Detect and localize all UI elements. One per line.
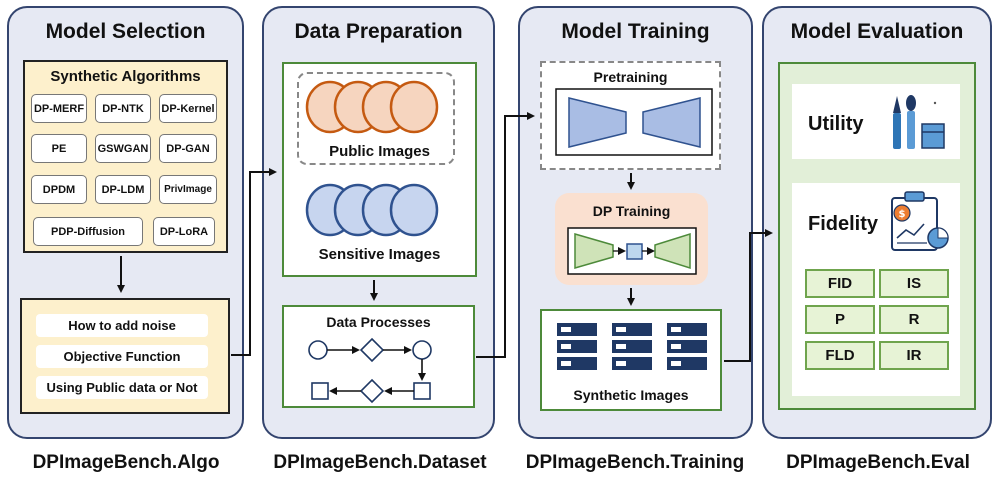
algo-pe: PE (31, 134, 87, 163)
data-processes-title: Data Processes (326, 314, 431, 330)
public-images-dashed-box (297, 72, 455, 165)
caption-dataset: DPImageBench.Dataset (273, 452, 487, 473)
caption-training: DPImageBench.Training (525, 452, 745, 473)
caption-algo: DPImageBench.Algo (32, 452, 220, 473)
svg-text:$: $ (899, 209, 906, 220)
metric-is: IS (879, 269, 949, 298)
public-images-icon (305, 80, 439, 134)
fidelity-label: Fidelity (808, 213, 879, 235)
algo-privimage: PrivImage (159, 175, 217, 204)
algo-dpdm: DPDM (31, 175, 87, 204)
option-add-noise: How to add noise (36, 314, 208, 337)
algorithm-options-box: How to add noise Objective Function Usin… (20, 298, 230, 414)
title-model-evaluation: Model Evaluation (790, 20, 964, 43)
flowchart-icon (308, 337, 432, 404)
metric-r: R (879, 305, 949, 334)
algo-dp-merf: DP-MERF (31, 94, 87, 123)
metric-p: P (805, 305, 875, 334)
algo-dp-ntk: DP-NTK (95, 94, 151, 123)
algo-dp-gan: DP-GAN (159, 134, 217, 163)
sensitive-images-icon (305, 183, 439, 237)
dp-training-label: DP Training (592, 203, 671, 219)
synthetic-images-icon (557, 323, 707, 370)
metric-fid: FID (805, 269, 875, 298)
pretraining-label: Pretraining (593, 69, 668, 85)
algo-pdp-diffusion: PDP-Diffusion (33, 217, 143, 246)
pretraining-model-icon (555, 88, 713, 156)
utility-label: Utility (808, 113, 864, 135)
algo-dp-kernel: DP-Kernel (159, 94, 217, 123)
art-tools-icon (893, 95, 945, 149)
title-model-training: Model Training (561, 20, 710, 43)
clipboard-chart-icon: $ (891, 191, 949, 251)
algo-dp-lora: DP-LoRA (153, 217, 215, 246)
synthetic-algorithms-box: Synthetic Algorithms DP-MERF DP-NTK DP-K… (23, 60, 228, 253)
option-public-data: Using Public data or Not (36, 376, 208, 399)
algo-dp-ldm: DP-LDM (95, 175, 151, 204)
metric-ir: IR (879, 341, 949, 370)
synthetic-images-label: Synthetic Images (573, 387, 689, 403)
title-model-selection: Model Selection (45, 20, 206, 43)
metric-fld: FLD (805, 341, 875, 370)
public-images-label: Public Images (329, 143, 430, 160)
sensitive-images-label: Sensitive Images (318, 246, 441, 263)
connector-arrows (117, 112, 773, 362)
option-objective-function: Objective Function (36, 345, 208, 368)
synthetic-algorithms-title: Synthetic Algorithms (50, 68, 201, 85)
dp-training-model-icon (567, 227, 697, 275)
title-data-preparation: Data Preparation (294, 20, 463, 43)
algo-gswgan: GSWGAN (95, 134, 151, 163)
caption-eval: DPImageBench.Eval (786, 452, 970, 473)
